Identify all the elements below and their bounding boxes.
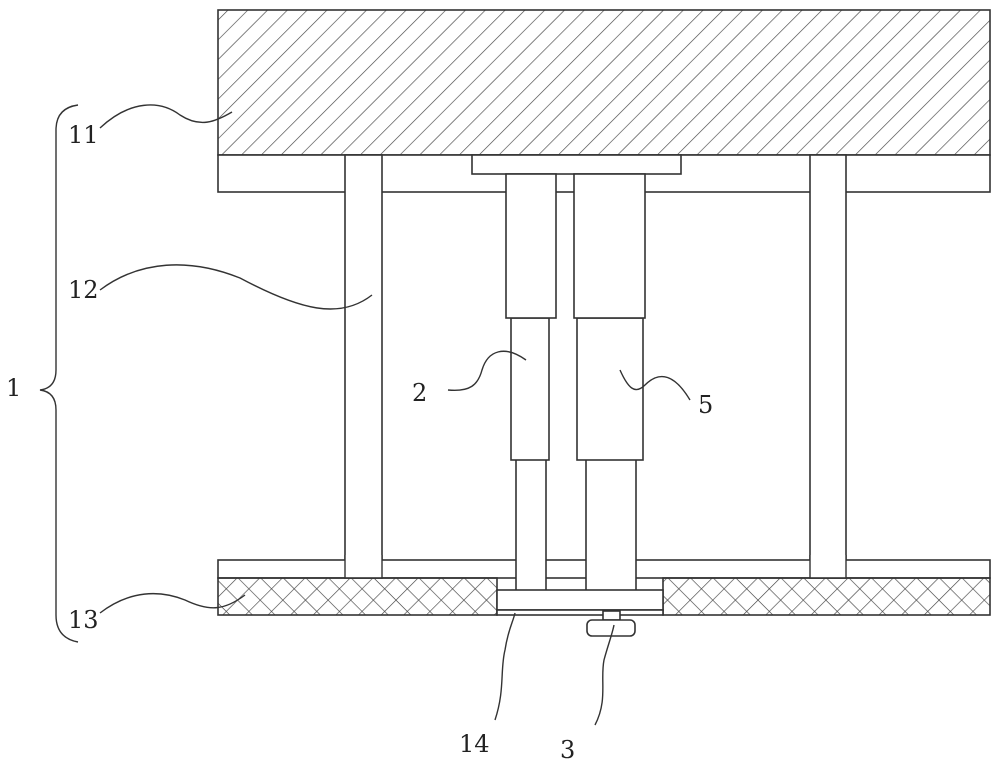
cylinder-right-rod [585, 454, 637, 596]
brace [39, 104, 79, 643]
bottom-plate-14-lip [496, 609, 664, 616]
leader-line-cylinder-left [447, 350, 527, 392]
leader-line-support-post [99, 264, 373, 310]
label-bottom-plate: 14 [459, 730, 490, 758]
support-post-right [809, 154, 847, 579]
label-assembly: 1 [6, 374, 21, 402]
bottom-plate-14 [496, 589, 664, 611]
cylinder-left-upper [505, 173, 557, 319]
support-post-left [344, 154, 383, 579]
support-post-left-lower [345, 555, 382, 578]
cylinder-left-rod [515, 454, 547, 596]
label-cylinder-right: 5 [698, 391, 713, 419]
top-block [217, 9, 991, 156]
cylinder-left-lower [510, 317, 550, 461]
leader-line-bottom-plate [494, 612, 516, 721]
label-bottom-layer: 13 [68, 606, 99, 634]
leader-line-cylinder-right [619, 369, 691, 401]
bottom-layer-right [662, 577, 991, 616]
leader-line-bottom-layer [99, 592, 246, 614]
support-post-right-lower [810, 555, 846, 578]
cylinder-right-lower [576, 317, 644, 461]
label-cylinder-left: 2 [412, 379, 427, 407]
knob-stem [602, 610, 621, 621]
leader-line-knob [594, 624, 615, 726]
label-support-post: 12 [68, 276, 99, 304]
knob [586, 619, 636, 637]
label-top-block: 11 [68, 121, 99, 149]
label-knob: 3 [560, 736, 575, 764]
cylinder-mount [471, 154, 682, 175]
leader-line-top-block [99, 104, 233, 129]
cylinder-right-upper [573, 173, 646, 319]
bottom-layer-left [217, 577, 498, 616]
